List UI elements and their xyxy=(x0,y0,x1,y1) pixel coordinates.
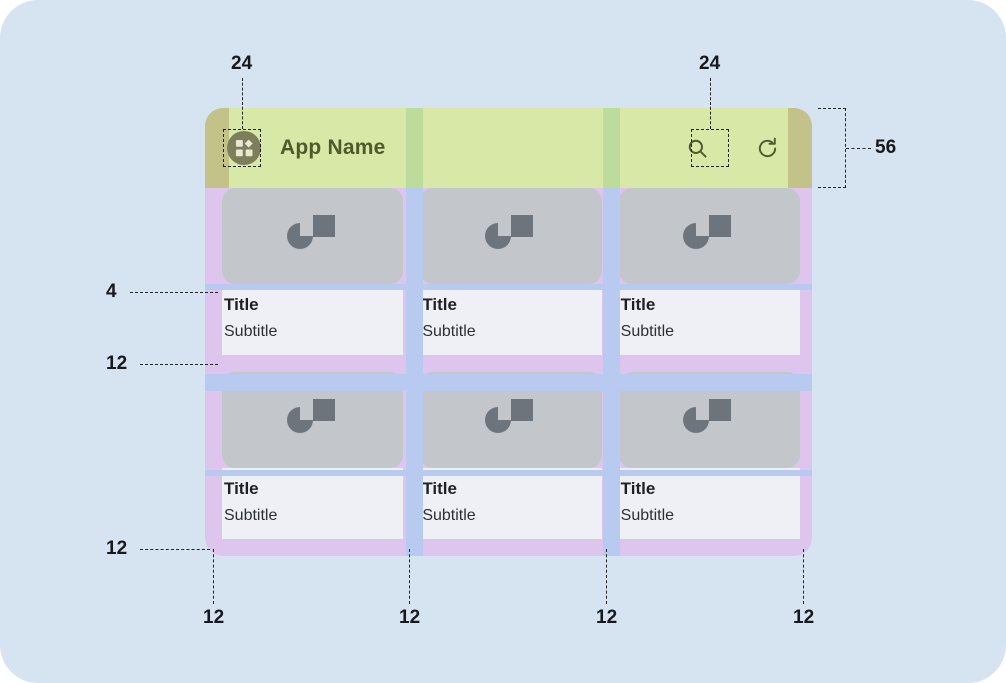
anno-label-col-pad-right: 12 xyxy=(793,607,815,628)
leader-row-gap xyxy=(140,364,218,365)
card[interactable]: Title Subtitle xyxy=(618,372,800,539)
leader-icon-right xyxy=(710,78,711,129)
card-title: Title xyxy=(224,479,259,498)
app-grid-logo-icon[interactable] xyxy=(227,131,261,165)
image-placeholder-icon xyxy=(420,188,602,284)
card[interactable]: Title Subtitle xyxy=(618,188,800,355)
gap-title-row-1 xyxy=(205,284,812,290)
card[interactable]: Title Subtitle xyxy=(222,372,404,539)
leader-app-bar-height xyxy=(846,148,871,149)
card-subtitle: Subtitle xyxy=(422,322,476,340)
app-bar-title: App Name xyxy=(280,136,386,159)
card-subtitle: Subtitle xyxy=(422,506,476,524)
card-text: Title Subtitle xyxy=(618,468,800,539)
anno-label-row-gap: 12 xyxy=(106,353,128,374)
app-bar-gutter-band-1 xyxy=(406,108,423,188)
card-title: Title xyxy=(422,295,457,314)
card-title: Title xyxy=(620,479,656,498)
card[interactable]: Title Subtitle xyxy=(222,188,404,355)
image-placeholder-icon xyxy=(222,188,404,284)
anno-label-col-pad-left: 12 xyxy=(203,607,225,628)
anno-label-icon-right: 24 xyxy=(699,53,721,74)
bracket-app-bar-height xyxy=(818,108,846,188)
leader-col-pad-right xyxy=(803,549,804,604)
card-title: Title xyxy=(422,479,457,498)
leader-bottom-padding xyxy=(140,549,210,550)
anno-label-icon-left: 24 xyxy=(231,53,253,74)
device-frame: App Name xyxy=(205,108,812,556)
leader-col-pad-left xyxy=(213,549,214,604)
gutter-column-1 xyxy=(406,188,423,556)
app-bar: App Name xyxy=(205,108,812,188)
app-bar-gutter-band-2 xyxy=(603,108,620,188)
card-title: Title xyxy=(224,295,259,314)
app-bar-content: App Name xyxy=(205,108,812,188)
anno-label-col-gap-2: 12 xyxy=(596,607,618,628)
card-text: Title Subtitle xyxy=(420,468,602,539)
anno-label-app-bar-height: 56 xyxy=(875,137,897,158)
search-icon[interactable] xyxy=(680,131,714,165)
image-placeholder-icon xyxy=(618,188,800,284)
gutter-column-2 xyxy=(603,188,620,556)
card-text: Title Subtitle xyxy=(420,284,602,355)
card[interactable]: Title Subtitle xyxy=(420,188,602,355)
gap-title-row-2 xyxy=(205,470,812,476)
gutter-row-1 xyxy=(205,374,812,391)
card[interactable]: Title Subtitle xyxy=(420,372,602,539)
card-text: Title Subtitle xyxy=(222,468,404,539)
card-subtitle: Subtitle xyxy=(224,506,278,524)
app-bar-left-edge-band xyxy=(205,108,229,188)
card-text: Title Subtitle xyxy=(222,284,404,355)
card-subtitle: Subtitle xyxy=(620,322,675,340)
anno-label-title-gap: 4 xyxy=(106,281,117,302)
card-subtitle: Subtitle xyxy=(224,322,278,340)
leader-title-gap xyxy=(130,292,218,293)
card-text: Title Subtitle xyxy=(618,284,800,355)
refresh-icon[interactable] xyxy=(750,131,784,165)
leader-col-gap-1 xyxy=(409,549,410,604)
anno-label-col-gap-1: 12 xyxy=(399,607,421,628)
anno-label-bottom-padding: 12 xyxy=(106,538,128,559)
app-bar-right-edge-band xyxy=(788,108,812,188)
leader-col-gap-2 xyxy=(606,549,607,604)
card-title: Title xyxy=(620,295,656,314)
leader-icon-left xyxy=(242,78,243,129)
card-subtitle: Subtitle xyxy=(620,506,675,524)
card-grid: Title Subtitle Title Subtitle xyxy=(205,188,812,556)
